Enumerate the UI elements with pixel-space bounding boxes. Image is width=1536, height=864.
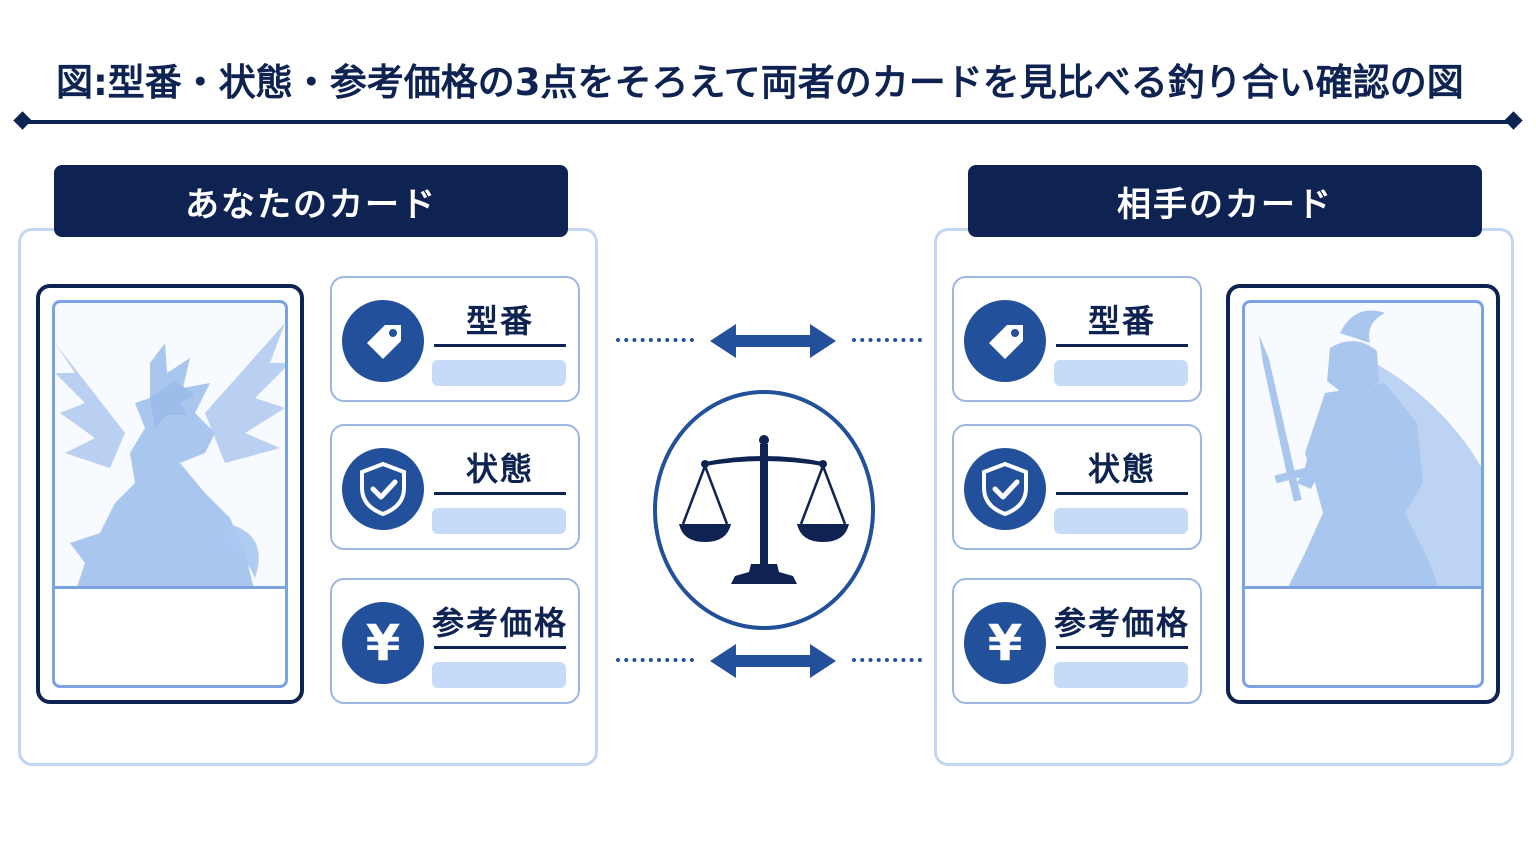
opponent-condition-box: 状態	[952, 424, 1202, 550]
dotted-connector	[616, 338, 694, 342]
divider-diamond-left	[13, 111, 32, 130]
tag-icon	[964, 300, 1046, 382]
dragon-icon	[55, 323, 285, 593]
title-divider	[13, 111, 1523, 130]
dotted-connector	[852, 658, 922, 662]
label-underline	[1056, 492, 1188, 495]
yen-icon: ¥	[964, 602, 1046, 684]
value-placeholder-bar	[1054, 508, 1188, 534]
yen-symbol: ¥	[365, 614, 401, 672]
knight-icon	[1259, 310, 1481, 593]
value-placeholder-bar	[432, 662, 566, 688]
dotted-connector	[616, 658, 694, 662]
yen-symbol: ¥	[987, 614, 1023, 672]
your-card-header: あなたのカード	[54, 165, 568, 237]
model-number-label: 型番	[465, 302, 534, 340]
your-card	[36, 284, 304, 704]
label-underline	[434, 492, 566, 495]
your-condition-box: 状態	[330, 424, 580, 550]
value-placeholder-bar	[1054, 662, 1188, 688]
value-placeholder-bar	[1054, 360, 1188, 386]
reference-price-label: 参考価格	[432, 604, 569, 642]
opponent-reference-price-box: ¥ 参考価格	[952, 578, 1202, 704]
condition-label: 状態	[465, 450, 534, 488]
opponent-card-frame	[1242, 300, 1484, 688]
your-reference-price-box: ¥ 参考価格	[330, 578, 580, 704]
balance-circle	[653, 390, 875, 630]
divider-diamond-right	[1504, 111, 1523, 130]
opponent-card	[1226, 284, 1500, 704]
reference-price-label: 参考価格	[1054, 604, 1191, 642]
label-underline	[1056, 344, 1188, 347]
opponent-model-number-box: 型番	[952, 276, 1202, 402]
label-underline	[434, 344, 566, 347]
label-underline	[434, 646, 566, 649]
diagram-title: 図:型番・状態・参考価格の3点をそろえて両者のカードを見比べる釣り合い確認の図	[56, 61, 1464, 104]
your-card-frame	[52, 300, 288, 688]
balance-scale-icon	[679, 435, 849, 584]
dotted-connector	[852, 338, 922, 342]
value-placeholder-bar	[432, 508, 566, 534]
tag-icon	[342, 300, 424, 382]
value-placeholder-bar	[432, 360, 566, 386]
shield-check-icon	[342, 448, 424, 530]
opponent-card-text-box	[1245, 586, 1481, 685]
double-arrow-icon	[710, 644, 836, 678]
your-model-number-box: 型番	[330, 276, 580, 402]
yen-icon: ¥	[342, 602, 424, 684]
shield-check-icon	[964, 448, 1046, 530]
model-number-label: 型番	[1087, 302, 1156, 340]
opponent-card-header: 相手のカード	[968, 165, 1482, 237]
label-underline	[1056, 646, 1188, 649]
double-arrow-icon	[710, 324, 836, 358]
your-card-text-box	[55, 586, 285, 685]
condition-label: 状態	[1087, 450, 1156, 488]
